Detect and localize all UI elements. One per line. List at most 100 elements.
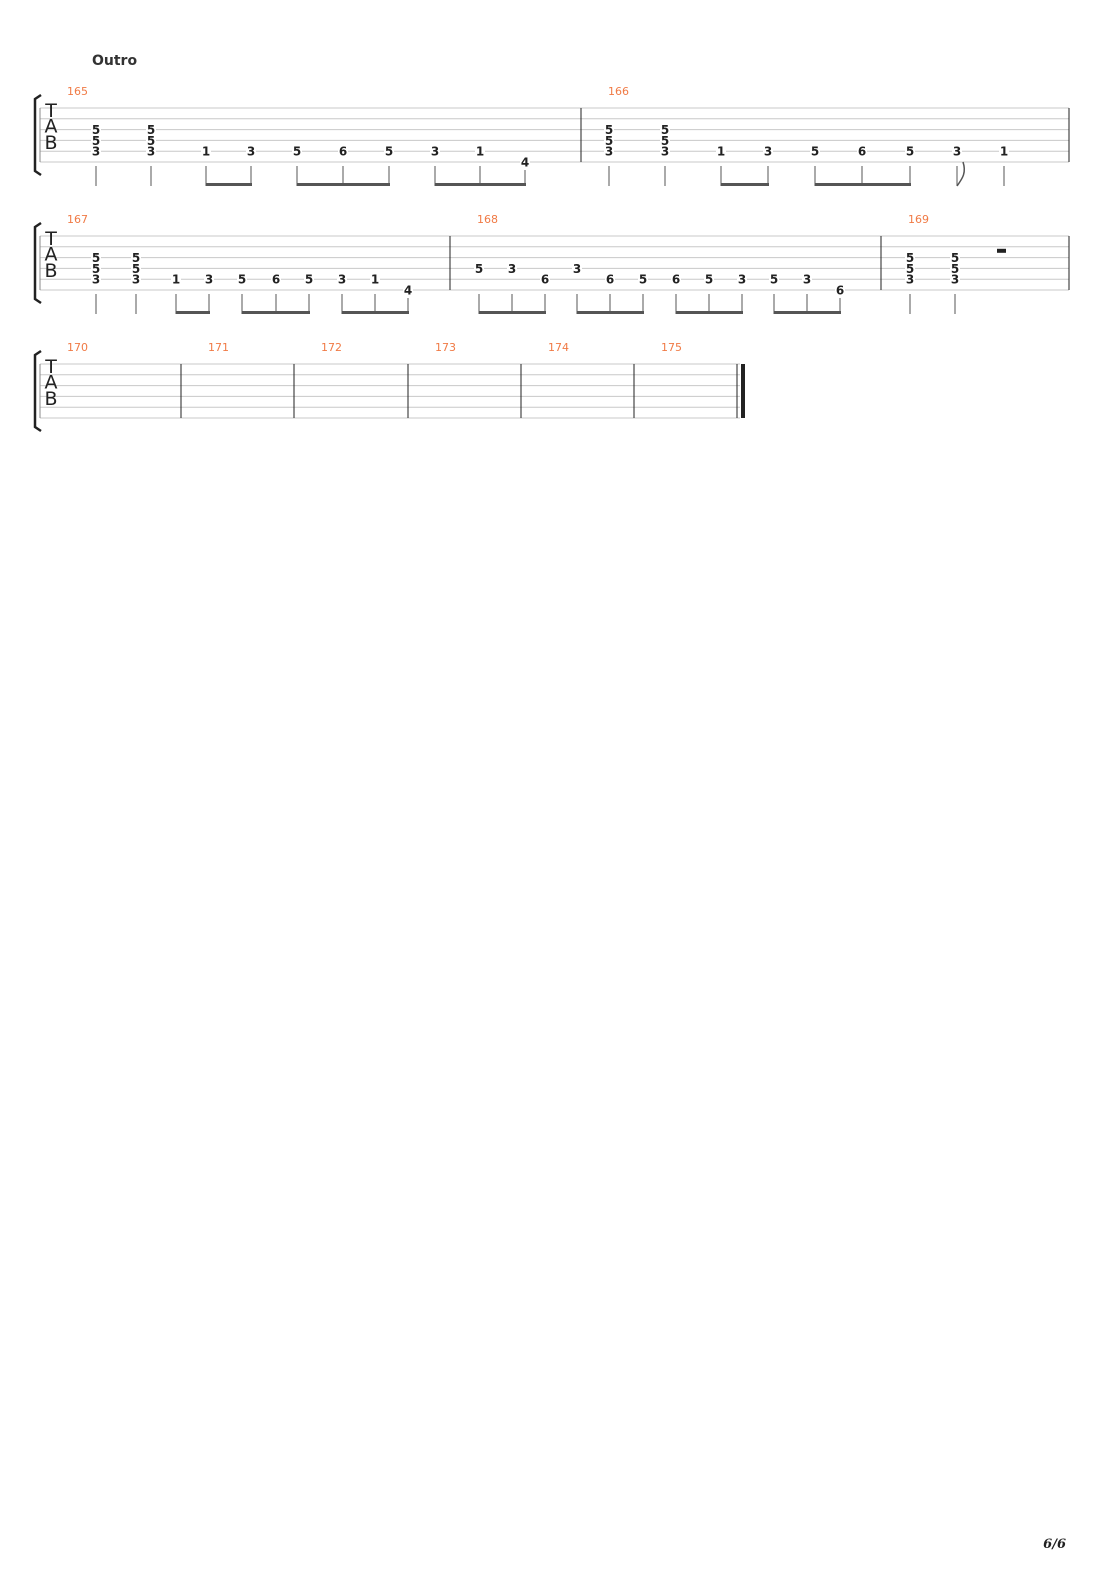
fret-number: 3 (906, 273, 914, 287)
fret-number: 3 (803, 273, 811, 287)
fret-number: 3 (132, 273, 140, 287)
fret-bg (171, 274, 181, 285)
fret-number: 3 (92, 145, 100, 159)
fret-number: 5 (293, 145, 301, 159)
fret-bg (474, 263, 484, 274)
fret-number: 3 (92, 273, 100, 287)
fret-number: 5 (305, 273, 313, 287)
beam (297, 183, 390, 186)
fret-bg (91, 252, 101, 263)
fret-bg (540, 274, 550, 285)
fret-bg (660, 124, 670, 135)
fret-number: 3 (605, 145, 613, 159)
fret-number: 1 (172, 273, 180, 287)
beam (721, 183, 769, 186)
note-flag (956, 161, 966, 187)
fret-bg (905, 252, 915, 263)
fret-bg (338, 146, 348, 157)
fret-number: 5 (906, 262, 914, 276)
fret-number: 6 (836, 284, 844, 298)
fret-number: 5 (605, 123, 613, 137)
fret-number: 3 (247, 145, 255, 159)
fret-number: 3 (951, 273, 959, 287)
fret-number: 5 (475, 262, 483, 276)
fret-number: 5 (906, 145, 914, 159)
beam (176, 311, 210, 314)
fret-bg (604, 124, 614, 135)
fret-number: 3 (508, 262, 516, 276)
fret-number: 5 (705, 273, 713, 287)
beam (342, 311, 409, 314)
fret-bg (769, 274, 779, 285)
fret-number: 6 (272, 273, 280, 287)
beam (206, 183, 252, 186)
fret-number: 5 (661, 123, 669, 137)
beam (435, 183, 526, 186)
fret-bg (475, 146, 485, 157)
measure-number: 170 (67, 341, 88, 354)
fret-bg (201, 146, 211, 157)
measure-number: 165 (67, 85, 88, 98)
fret-bg (905, 146, 915, 157)
fret-bg (337, 274, 347, 285)
fret-number: 5 (906, 251, 914, 265)
fret-bg (604, 146, 614, 157)
fret-bg (507, 263, 517, 274)
fret-number: 4 (404, 284, 412, 298)
fret-number: 6 (672, 273, 680, 287)
fret-bg (638, 274, 648, 285)
fret-number: 3 (431, 145, 439, 159)
fret-bg (716, 146, 726, 157)
measure-number: 175 (661, 341, 682, 354)
system-bracket (33, 349, 42, 433)
tab-clef-letter: B (44, 132, 57, 154)
fret-number: 5 (132, 251, 140, 265)
fret-bg (91, 263, 101, 274)
fret-bg (246, 146, 256, 157)
beam (774, 311, 841, 314)
fret-bg (370, 274, 380, 285)
fret-bg (91, 135, 101, 146)
fret-bg (835, 285, 845, 295)
fret-bg (271, 274, 281, 285)
fret-number: 1 (202, 145, 210, 159)
fret-bg (146, 124, 156, 135)
fret-bg (91, 146, 101, 157)
half-rest (997, 248, 1006, 253)
measure-number: 171 (208, 341, 229, 354)
fret-bg (810, 146, 820, 157)
fret-number: 3 (573, 262, 581, 276)
fret-bg (91, 274, 101, 285)
tab-clef-letter: A (45, 372, 58, 394)
tab-clef-letter: B (44, 260, 57, 282)
fret-bg (660, 135, 670, 146)
measure-number: 173 (435, 341, 456, 354)
fret-number: 6 (541, 273, 549, 287)
measure-number: 169 (908, 213, 929, 226)
measure-number: 167 (67, 213, 88, 226)
fret-bg (146, 146, 156, 157)
fret-bg (950, 274, 960, 285)
fret-number: 5 (639, 273, 647, 287)
fret-number: 5 (92, 134, 100, 148)
fret-bg (660, 146, 670, 157)
tab-clef-letter: T (44, 100, 57, 122)
fret-bg (204, 274, 214, 285)
beam (242, 311, 310, 314)
fret-bg (131, 252, 141, 263)
fret-number: 3 (338, 273, 346, 287)
fret-number: 1 (476, 145, 484, 159)
fret-number: 1 (717, 145, 725, 159)
fret-number: 5 (132, 262, 140, 276)
fret-number: 5 (385, 145, 393, 159)
fret-bg (403, 285, 413, 295)
system-bracket (33, 93, 42, 177)
fret-number: 6 (858, 145, 866, 159)
section-label: Outro (92, 53, 138, 69)
fret-bg (763, 146, 773, 157)
measure-number: 174 (548, 341, 569, 354)
fret-bg (572, 263, 582, 274)
fret-number: 3 (147, 145, 155, 159)
fret-number: 1 (1000, 145, 1008, 159)
fret-bg (905, 274, 915, 285)
